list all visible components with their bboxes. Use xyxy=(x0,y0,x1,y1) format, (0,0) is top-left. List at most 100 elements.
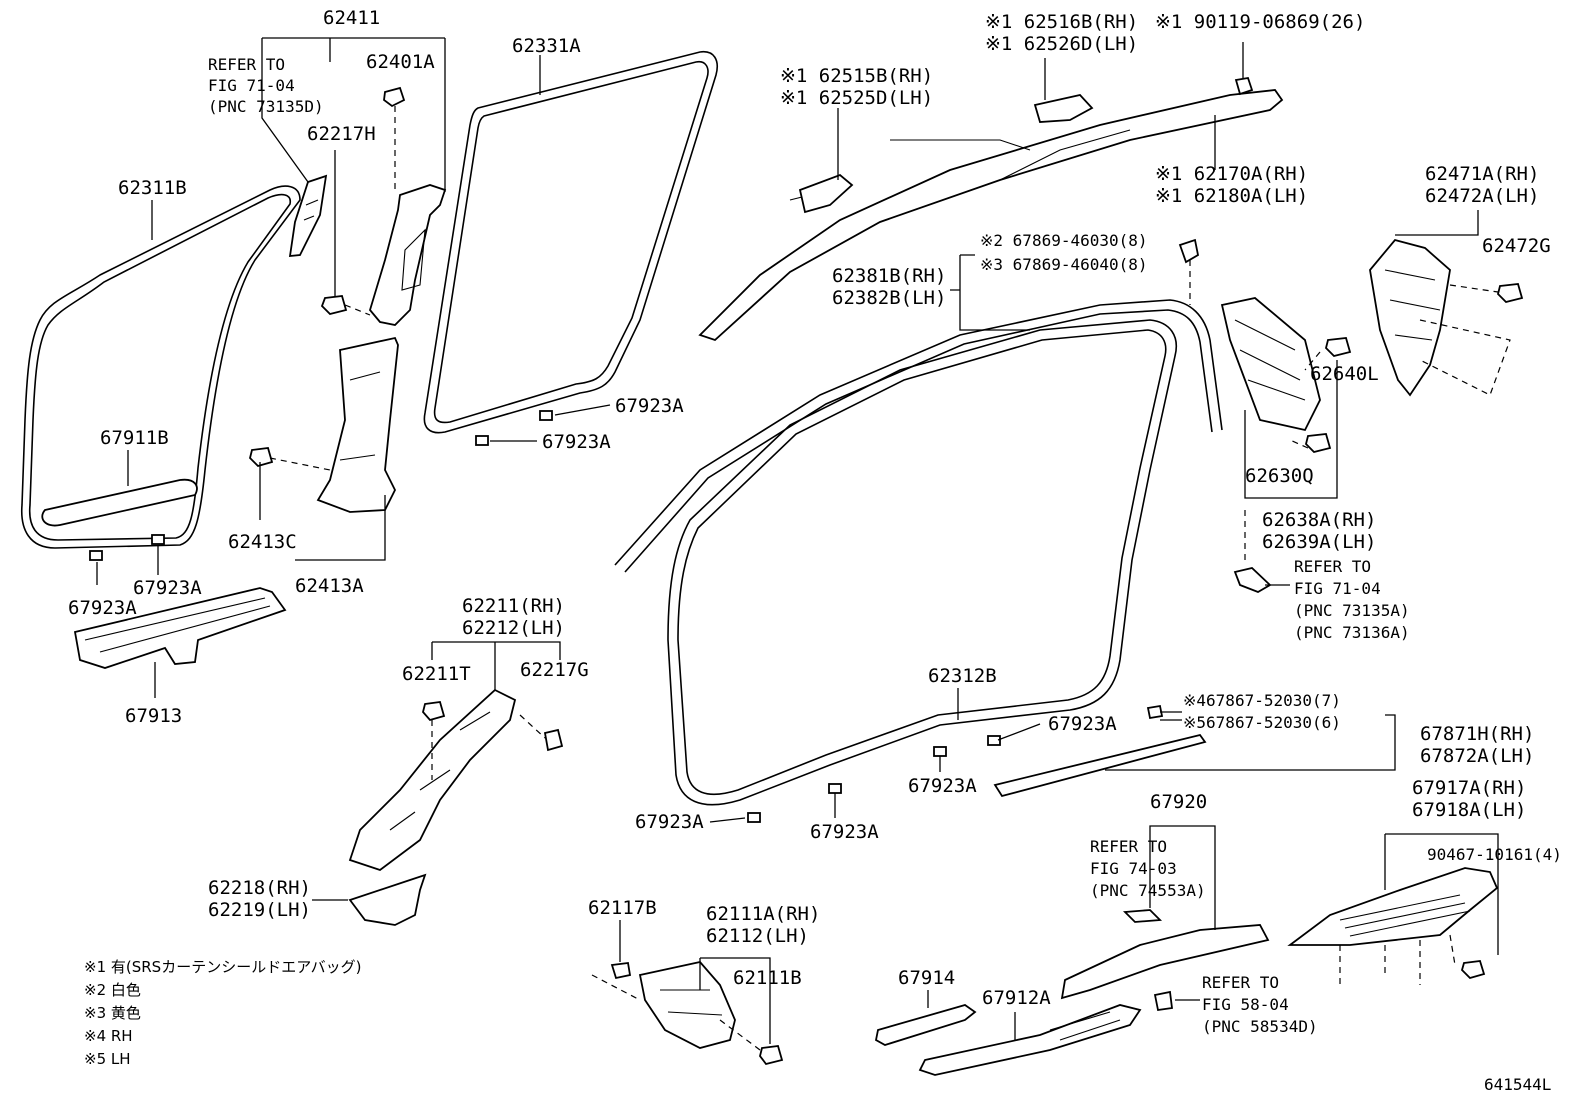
board-67917A xyxy=(1287,867,1499,946)
label-62515-lh: ※1 62525D(LH) xyxy=(780,87,933,109)
label-62218-lh: 62219(LH) xyxy=(208,899,311,921)
clip-67869 xyxy=(1178,238,1200,264)
footnote-4: ※4 RH xyxy=(84,1027,133,1045)
label-62472G: 62472G xyxy=(1482,235,1551,257)
scuff-67913 xyxy=(73,587,287,669)
clip-62472G xyxy=(1497,283,1524,303)
label-62111-lh: 62112(LH) xyxy=(706,925,809,947)
label-refer3-l2: FIG 74-03 xyxy=(1090,859,1177,878)
pillar-62638A xyxy=(1220,297,1321,432)
clip-90467 xyxy=(1460,960,1486,980)
label-67869-b: ※3 67869-46040(8) xyxy=(980,255,1148,274)
panel-62111A xyxy=(638,961,736,1049)
label-62211-lh: 62212(LH) xyxy=(462,617,565,639)
label-refer1-l2: FIG 71-04 xyxy=(208,76,295,95)
label-67923A-3: 67923A xyxy=(133,577,202,599)
bracket-62218 xyxy=(348,873,427,926)
leader-lines xyxy=(96,37,1511,1051)
clip-67923A-h xyxy=(747,812,761,823)
pillar-62413A xyxy=(316,336,399,513)
label-62312B: 62312B xyxy=(928,665,997,687)
pillar-62411 xyxy=(368,184,447,326)
clip-62117B xyxy=(610,961,632,980)
plate-67911B xyxy=(41,478,198,527)
bolt-90119 xyxy=(1234,76,1254,96)
clip-67923A-d xyxy=(475,435,489,446)
label-refer2-l1: REFER TO xyxy=(1294,557,1371,576)
clip-67923A-e xyxy=(987,735,1001,746)
label-refer2-l3: (PNC 73135A) xyxy=(1294,601,1410,620)
label-67923A-5: 67923A xyxy=(1048,713,1117,735)
footnotes: ※1 有(SRSカーテンシールドエアバッグ) ※2 白色 ※3 黄色 ※4 RH… xyxy=(84,958,361,1068)
seal-62381B xyxy=(614,299,1223,566)
scuff-67913-detail xyxy=(84,597,271,653)
clip-67923A-b xyxy=(151,534,165,545)
label-67923A-2: 67923A xyxy=(542,431,611,453)
label-67867-a: ※467867-52030(7) xyxy=(1183,691,1341,710)
seal-62312B-inner xyxy=(677,329,1167,796)
scuff-67914 xyxy=(874,1004,977,1046)
label-62381-rh: 62381B(RH) xyxy=(832,265,946,287)
label-67913: 67913 xyxy=(125,705,182,727)
label-62170-lh: ※1 62180A(LH) xyxy=(1155,185,1308,207)
label-67923A-8: 67923A xyxy=(635,811,704,833)
label-refer4-l3: (PNC 58534D) xyxy=(1202,1017,1318,1036)
clip-67923A-c xyxy=(539,410,553,421)
pillar-62471A-detail xyxy=(1384,269,1441,341)
airbag-62170A xyxy=(698,89,1284,342)
seal-62331A-inner xyxy=(433,60,709,424)
label-62413A: 62413A xyxy=(295,575,364,597)
label-62381-lh: 62382B(LH) xyxy=(832,287,946,309)
clip-62630Q xyxy=(1305,433,1332,453)
clip-62211T xyxy=(422,701,446,722)
label-62211T: 62211T xyxy=(402,663,471,685)
label-62401A: 62401A xyxy=(366,51,435,73)
label-62515-rh: ※1 62515B(RH) xyxy=(780,65,933,87)
label-62117B: 62117B xyxy=(588,897,657,919)
footnote-1: ※1 有(SRSカーテンシールドエアバッグ) xyxy=(84,958,361,976)
board-67917A-grid xyxy=(1339,894,1471,937)
footnote-2: ※2 白色 xyxy=(84,981,141,999)
label-62640L: 62640L xyxy=(1310,363,1379,385)
scuff-67912A-detail xyxy=(1049,1011,1121,1041)
label-67917-lh: 67918A(LH) xyxy=(1412,799,1526,821)
label-67871-lh: 67872A(LH) xyxy=(1420,745,1534,767)
refer-part-detail xyxy=(303,199,319,221)
rail-67871H xyxy=(993,733,1207,798)
label-62211-rh: 62211(RH) xyxy=(462,595,565,617)
label-67920: 67920 xyxy=(1150,791,1207,813)
refer-part-73135D xyxy=(288,174,328,258)
clip-62217G xyxy=(543,728,564,752)
label-62411: 62411 xyxy=(323,7,380,29)
refer-part-74553A xyxy=(1122,909,1163,923)
clip-67923A-g xyxy=(828,783,842,794)
label-67869-a: ※2 67869-46030(8) xyxy=(980,231,1148,250)
seal-62311B-inner xyxy=(28,193,292,541)
pillar-62471A xyxy=(1369,238,1451,397)
label-refer3-l1: REFER TO xyxy=(1090,837,1167,856)
label-refer2-l4: (PNC 73136A) xyxy=(1294,623,1410,642)
refer-part-73135A xyxy=(1233,567,1272,593)
clip-62640L xyxy=(1325,337,1352,357)
label-62331A: 62331A xyxy=(512,35,581,57)
clip-62217H xyxy=(320,295,348,315)
footnote-3: ※3 黄色 xyxy=(84,1004,141,1022)
label-67923A-4: 67923A xyxy=(68,597,137,619)
clip-67923A-f xyxy=(933,746,947,757)
clip-67923A-a xyxy=(89,550,103,561)
label-67871-rh: 67871H(RH) xyxy=(1420,723,1534,745)
footnote-5: ※5 LH xyxy=(84,1050,131,1068)
seal-62311B xyxy=(20,185,301,549)
clip-62413C xyxy=(249,447,274,468)
bracket-62515B xyxy=(798,173,854,214)
panel-62111A-detail xyxy=(660,989,723,1016)
label-62516-lh: ※1 62526D(LH) xyxy=(985,33,1138,55)
label-67923A-6: 67923A xyxy=(908,775,977,797)
label-62471-lh: 62472A(LH) xyxy=(1425,185,1539,207)
label-90467: 90467-10161(4) xyxy=(1427,845,1562,864)
label-62217G: 62217G xyxy=(520,659,589,681)
label-90119: ※1 90119-06869(26) xyxy=(1155,11,1365,33)
label-refer3-l3: (PNC 74553A) xyxy=(1090,881,1206,900)
